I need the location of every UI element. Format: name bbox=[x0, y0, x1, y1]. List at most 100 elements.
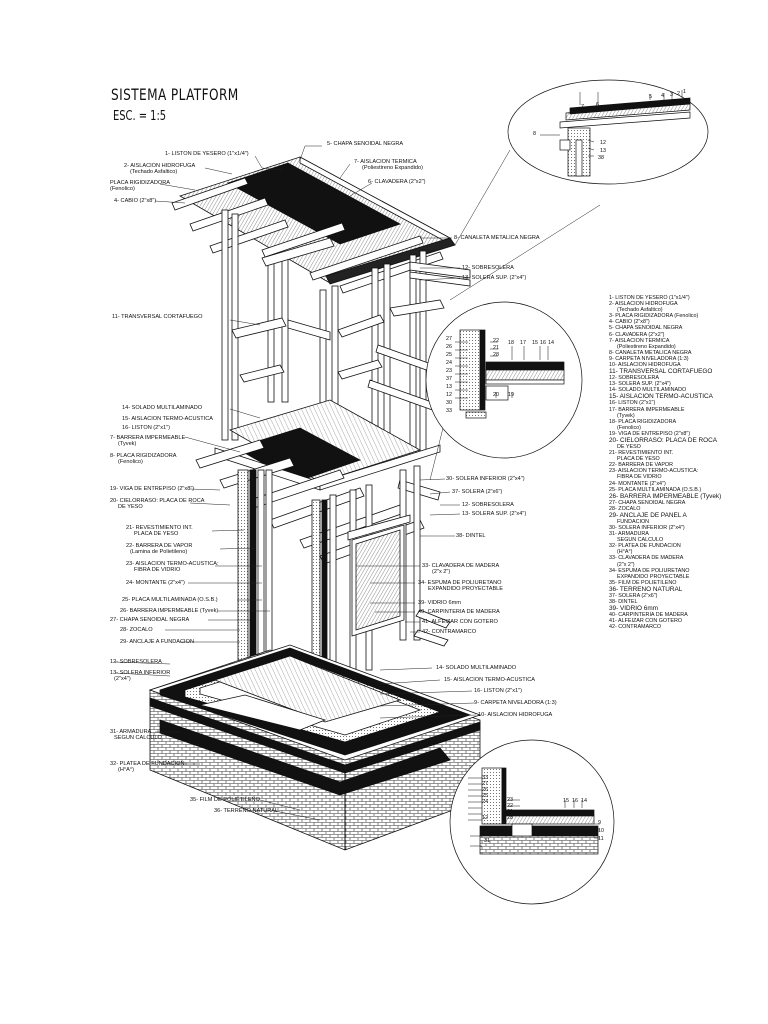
label-platea: 32- PLATEA DE FUNDACION bbox=[110, 761, 185, 767]
detail-number: 12 bbox=[482, 815, 488, 821]
detail-number: 17 bbox=[520, 340, 526, 346]
legend-item: (Fenolico) bbox=[617, 424, 641, 431]
label-solera-inferior-mid: 30- SOLERA INFERIOR (2"x4") bbox=[446, 476, 525, 482]
detail-number: 12 bbox=[446, 392, 452, 398]
detail-number: 19 bbox=[508, 392, 514, 398]
label-barrera-tyvek: 26- BARRERA IMPERMEABLE (Tyvek) bbox=[120, 608, 219, 614]
label-armadura-sub: SEGUN CALCULO bbox=[114, 735, 162, 741]
roof bbox=[171, 156, 456, 294]
legend-item: 24- MONTANTE (2"x4") bbox=[609, 480, 666, 487]
detail-number: 23 bbox=[507, 797, 513, 803]
detail-number: 30 bbox=[482, 828, 488, 834]
label-contramarco: 42- CONTRAMARCO bbox=[422, 629, 477, 635]
legend-item: 10- AISLACION HIDROFUGA bbox=[609, 362, 681, 369]
detail-number: 27 bbox=[446, 336, 452, 342]
legend-item: 35- FILM DE POLIETILENO bbox=[609, 579, 677, 586]
detail-number: 33 bbox=[446, 408, 452, 414]
detail-number: 27 bbox=[482, 781, 488, 787]
label-chapa-senoidal-wall: 27- CHAPA SENOIDAL NEGRA bbox=[110, 617, 190, 623]
label-liston-bottom: 16- LISTON (2"x1") bbox=[474, 688, 523, 694]
label-liston-yesero: 1- LISTON DE YESERO (1"x1/4") bbox=[165, 151, 249, 157]
legend-item: 13- SOLERA SUP. (2"x4") bbox=[609, 381, 671, 388]
detail-number: 33 bbox=[482, 775, 488, 781]
label-revestimiento: 21- REVESTIMIENTO INT. bbox=[126, 525, 193, 531]
detail-number: 4 bbox=[661, 93, 664, 99]
legend-item: 36- TERRENO NATURAL bbox=[609, 585, 683, 593]
legend-item: 5- CHAPA SENOIDAL NEGRA bbox=[609, 325, 683, 332]
legend-item: EXPANDIDO PROYECTABLE bbox=[617, 573, 690, 580]
legend-item: 32- PLATEA DE FUNDACION bbox=[609, 543, 681, 550]
label-clavadera-madera: 33- CLAVADERA DE MADERA bbox=[422, 563, 500, 569]
label-termoacustica-vidrio: 23- AISLACION TERMO-ACUSTICA: bbox=[126, 561, 219, 567]
legend-item: 14- SOLADO MULTILAMINADO bbox=[609, 387, 687, 394]
legend-item: 11- TRANSVERSAL CORTAFUEGO bbox=[609, 368, 713, 376]
legend-item: 9- CARPETA NIVELADORA (1:3) bbox=[609, 355, 689, 362]
label-canaleta: 8- CANALETA METALICA NEGRA bbox=[454, 235, 540, 241]
detail-number: 20 bbox=[493, 392, 499, 398]
detail-bubble-top bbox=[507, 79, 709, 185]
label-anclaje: 29- ANCLAJE A FUNDACION bbox=[120, 639, 194, 645]
label-espuma-sub: EXPANDIDO PROYECTABLE bbox=[428, 586, 504, 592]
detail-number: 6 bbox=[596, 102, 599, 108]
detail-number: 10 bbox=[598, 828, 604, 834]
label-barrera-impermeable-mid: 7- BARRERA IMPERMEABLE bbox=[110, 435, 186, 441]
legend-item: 8- CANALETA METALICA NEGRA bbox=[609, 349, 692, 356]
label-termoacustica-bottom: 15- AISLACION TERMO-ACUSTICA bbox=[444, 677, 535, 683]
legend-item: 33- CLAVADERA DE MADERA bbox=[609, 555, 684, 562]
label-liston-mid: 16- LISTON (2"x1") bbox=[122, 425, 171, 431]
label-sobresolera-mid: 12- SOBRESOLERA bbox=[462, 502, 514, 508]
detail-number: 13 bbox=[446, 384, 452, 390]
lower-wall bbox=[237, 465, 451, 681]
label-barrera-vapor-sub: (Lamina de Polietileno) bbox=[130, 549, 188, 555]
legend-item: (Poliestireno Expandido) bbox=[617, 343, 676, 350]
label-placa-rigidizadora-mid-sub: (Fenolico) bbox=[118, 459, 143, 465]
detail-number: 26 bbox=[446, 344, 452, 350]
legend-item: PLACA DE YESO bbox=[617, 456, 660, 463]
legend-item: 6- CLAVADERA (2"x2") bbox=[609, 331, 665, 338]
legend-item: FIBRA DE VIDRIO bbox=[617, 474, 662, 481]
label-film: 35- FILM DE POLIETILENO bbox=[190, 797, 260, 803]
label-carpinteria: 40- CARPINTERIA DE MADERA bbox=[418, 609, 500, 615]
detail-number: 5 bbox=[649, 94, 652, 100]
detail-number: 9 bbox=[598, 820, 601, 826]
label-zocalo: 28- ZOCALO bbox=[120, 627, 153, 633]
legend-item: 31- ARMADURA bbox=[609, 531, 649, 538]
label-placa-rigidizadora-mid: 8- PLACA RIGIDIZADORA bbox=[110, 453, 177, 459]
legend-item: FUNDACION bbox=[617, 518, 650, 525]
legend-item: 30- SOLERA INFERIOR (2"x4") bbox=[609, 525, 685, 531]
detail-bubble-mid bbox=[425, 301, 583, 459]
legend-item: 23- AISLACION TERMO-ACUSTICA: bbox=[609, 468, 699, 475]
detail-number: 7 bbox=[581, 104, 584, 110]
label-alfeizar: 41- ALFEIZAR CON GOTERO bbox=[422, 619, 498, 625]
detail-number: 25 bbox=[446, 352, 452, 358]
detail-number: 28 bbox=[507, 815, 513, 821]
label-aislacion-hidrofuga: 2- AISLACION HIDROFUGA bbox=[124, 163, 196, 169]
legend-item: 21- REVESTIMIENTO INT. bbox=[609, 450, 674, 457]
detail-number: 23 bbox=[446, 368, 452, 374]
label-solera-inferior-bottom-sub: (2"x4") bbox=[114, 676, 131, 682]
leaders bbox=[114, 145, 601, 821]
detail-number: 21 bbox=[493, 345, 499, 351]
detail-number: 21 bbox=[507, 809, 513, 815]
detail-number: 38 bbox=[598, 155, 604, 161]
label-aislacion-termica-sub: (Poliestireno Expandido) bbox=[362, 165, 423, 171]
legend-item: 41- ALFEIZAR CON GOTERO bbox=[609, 618, 683, 625]
detail-number: 8 bbox=[533, 131, 536, 137]
label-hidrofuga-bottom: 10- AISLACION HIDROFUGA bbox=[478, 712, 553, 718]
legend: 1- LISTON DE YESERO (1"x1/4")2- AISLACIO… bbox=[609, 295, 759, 630]
legend-item: DE YESO bbox=[617, 443, 641, 450]
label-viga-entrepiso: 19- VIGA DE ENTREPISO (2"x8") bbox=[110, 486, 195, 492]
legend-item: 39- VIDRIO 6mm bbox=[609, 605, 659, 613]
detail-number: 24 bbox=[482, 799, 488, 805]
legend-item: 28- ZOCALO bbox=[609, 505, 641, 512]
label-terreno: 36- TERRENO NATURAL bbox=[214, 808, 279, 814]
label-termoacustica-vidrio-sub: FIBRA DE VIDRIO bbox=[134, 567, 181, 573]
legend-item: 26- BARRERA IMPERMEABLE (Tyvek) bbox=[609, 492, 722, 500]
label-aislacion-termoacustica-mid: 15- AISLACION TERMO-ACUSTICA bbox=[122, 416, 213, 422]
detail-number: 22 bbox=[493, 338, 499, 344]
label-dintel: 38- DINTEL bbox=[456, 533, 486, 539]
legend-item: 1- LISTON DE YESERO (1"x1/4") bbox=[609, 295, 690, 301]
upper-frame bbox=[221, 209, 471, 456]
